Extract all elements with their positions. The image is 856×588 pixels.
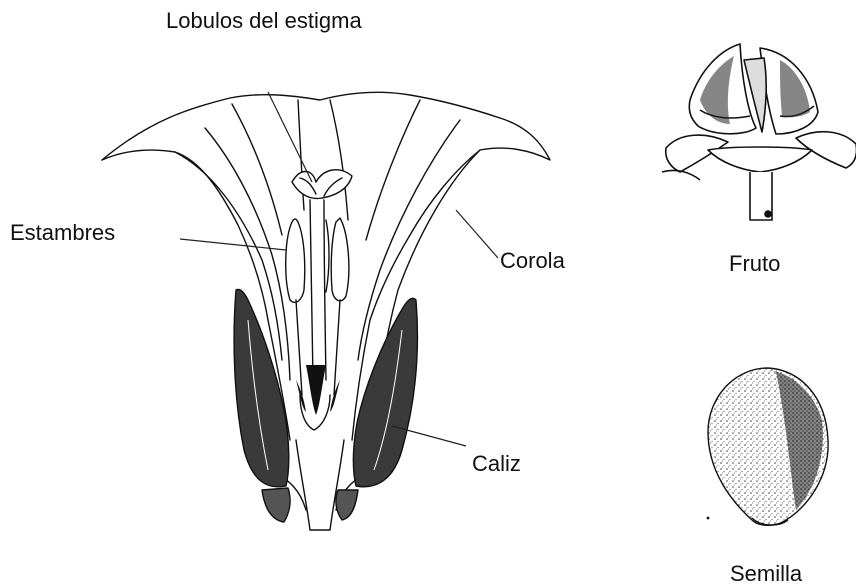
corolla-outline <box>102 92 550 320</box>
label-fruit: Fruto <box>729 252 780 276</box>
label-stigma-lobes: Lobulos del estigma <box>166 9 362 33</box>
label-stamens: Estambres <box>10 221 115 245</box>
leader-corolla <box>456 210 498 258</box>
ovary-dark <box>296 365 340 415</box>
label-calyx: Caliz <box>472 452 521 476</box>
calyx-right <box>353 298 417 486</box>
label-seed: Semilla <box>730 562 802 586</box>
seed-drawing <box>707 368 829 525</box>
stamen-left <box>286 219 305 302</box>
label-corolla: Corola <box>500 249 565 273</box>
fruit-drawing <box>662 44 856 220</box>
